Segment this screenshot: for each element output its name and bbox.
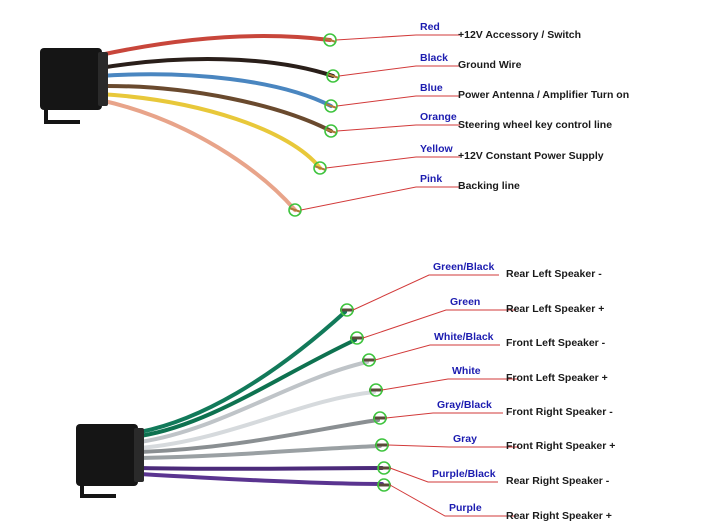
wire-tip-pink bbox=[288, 207, 302, 213]
wire-white bbox=[138, 390, 376, 450]
bottom-harness-connector bbox=[76, 424, 144, 498]
wire-function-label: Front Left Speaker + bbox=[506, 372, 608, 384]
wire-color-label: Gray/Black bbox=[437, 399, 492, 411]
wire-green-black bbox=[138, 310, 347, 434]
top-harness-connector bbox=[40, 48, 108, 124]
wire-color-label: Orange bbox=[420, 111, 457, 123]
wire-function-label: Power Antenna / Amplifier Turn on bbox=[458, 89, 629, 101]
wire-function-label: Rear Right Speaker + bbox=[506, 510, 612, 522]
wire-color-label: Red bbox=[420, 21, 440, 33]
wire-function-label: Steering wheel key control line bbox=[458, 119, 612, 131]
connector-body bbox=[76, 424, 138, 486]
wire-color-label: Green/Black bbox=[433, 261, 494, 273]
wire-function-label: Rear Left Speaker - bbox=[506, 268, 602, 280]
wire-green bbox=[138, 338, 357, 438]
wire-purple-black bbox=[138, 466, 384, 471]
wire-function-label: Front Left Speaker - bbox=[506, 337, 606, 349]
connector-clip bbox=[80, 486, 116, 498]
wire-color-label: Gray bbox=[453, 433, 477, 445]
wire-orange bbox=[98, 83, 333, 133]
wire-function-label: Front Right Speaker + bbox=[506, 440, 615, 452]
wire-yellow bbox=[98, 92, 322, 170]
wire-gray-black bbox=[138, 418, 380, 454]
wire-function-label: Ground Wire bbox=[458, 59, 522, 71]
wire-color-label: Blue bbox=[420, 82, 443, 94]
connector-body bbox=[40, 48, 102, 110]
callout-line-green-black bbox=[352, 274, 499, 311]
callout-line-gray-black bbox=[385, 412, 503, 419]
callout-line-yellow bbox=[325, 156, 460, 169]
callout-line-purple bbox=[389, 484, 515, 517]
wire-color-label: Purple/Black bbox=[432, 468, 496, 480]
callout-line-orange bbox=[336, 124, 460, 132]
connector-collar bbox=[134, 428, 144, 482]
wire-color-label: Purple bbox=[449, 502, 482, 514]
callout-line-black bbox=[338, 65, 460, 77]
wire-color-label: White/Black bbox=[434, 331, 494, 343]
wire-red bbox=[98, 34, 332, 57]
wire-tip-red bbox=[323, 37, 337, 43]
callout-line-white bbox=[381, 378, 518, 391]
wire-white-black bbox=[138, 360, 369, 444]
callout-line-blue bbox=[336, 95, 460, 107]
connector-clip bbox=[44, 110, 80, 124]
wire-color-label: Black bbox=[420, 52, 448, 64]
wire-color-label: Green bbox=[450, 296, 480, 308]
wire-function-label: Rear Left Speaker + bbox=[506, 303, 604, 315]
wire-color-label: Pink bbox=[420, 173, 442, 185]
wire-tip-black bbox=[326, 73, 340, 79]
wire-purple bbox=[138, 472, 384, 486]
wire-function-label: Front Right Speaker - bbox=[506, 406, 613, 418]
callout-line-purple-black bbox=[389, 467, 498, 483]
wire-tip-orange bbox=[324, 128, 338, 134]
wire-color-label: White bbox=[452, 365, 481, 377]
wire-function-label: Backing line bbox=[458, 180, 520, 192]
wire-function-label: +12V Constant Power Supply bbox=[458, 150, 604, 162]
connector-collar bbox=[98, 52, 108, 106]
bottom-harness-wires bbox=[138, 308, 391, 487]
callout-line-white-black bbox=[374, 344, 500, 361]
wire-tip-yellow bbox=[313, 165, 327, 171]
top-harness-wires bbox=[98, 34, 340, 213]
callout-line-gray bbox=[387, 444, 519, 448]
callout-line-red bbox=[335, 34, 460, 41]
wire-function-label: Rear Right Speaker - bbox=[506, 475, 610, 487]
callout-line-green bbox=[362, 309, 516, 339]
wire-black bbox=[98, 57, 335, 78]
callout-line-pink bbox=[300, 186, 460, 211]
wire-gray bbox=[138, 444, 382, 460]
wire-pink bbox=[98, 98, 297, 212]
wire-tip-blue bbox=[324, 103, 338, 109]
wire-blue bbox=[98, 72, 333, 108]
wire-function-label: +12V Accessory / Switch bbox=[458, 29, 581, 41]
wire-color-label: Yellow bbox=[420, 143, 454, 155]
